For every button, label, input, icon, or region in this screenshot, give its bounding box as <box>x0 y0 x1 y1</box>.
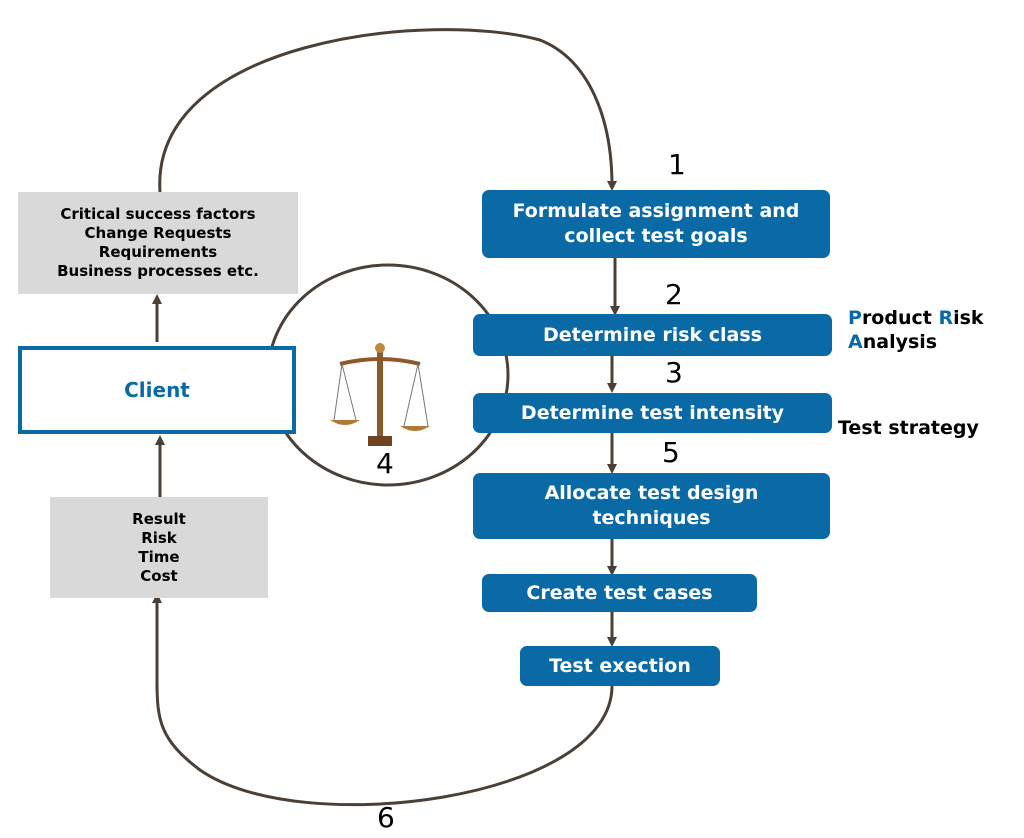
step-number-3: 3 <box>665 356 683 389</box>
step-label: Formulate assignment and collect test go… <box>512 200 800 247</box>
inputs-line: Business processes etc. <box>57 262 259 280</box>
step-formulate-assignment[interactable]: Formulate assignment and collect test go… <box>482 190 830 258</box>
step-number-4: 4 <box>376 447 394 480</box>
step-label: Test exection <box>549 654 691 677</box>
step-determine-test-intensity[interactable]: Determine test intensity <box>473 393 832 433</box>
inputs-box: Critical success factors Change Requests… <box>18 192 298 294</box>
pra-text-roduct: roduct <box>861 307 939 329</box>
results-line: Time <box>138 547 180 566</box>
results-line: Result <box>132 509 186 528</box>
step-create-test-cases[interactable]: Create test cases <box>482 574 757 612</box>
step-number-6: 6 <box>377 801 395 834</box>
step-determine-risk-class[interactable]: Determine risk class <box>473 314 832 356</box>
client-label: Client <box>124 378 190 402</box>
results-line: Cost <box>140 566 178 585</box>
step-label: Determine risk class <box>543 323 762 346</box>
inputs-line: Requirements <box>98 243 218 261</box>
inputs-line: Change Requests <box>84 224 232 242</box>
client-box[interactable]: Client <box>18 346 296 434</box>
step-number-5: 5 <box>662 436 680 469</box>
pra-letter-p: P <box>848 307 862 329</box>
step-test-execution[interactable]: Test exection <box>520 646 720 686</box>
pra-letter-a: A <box>848 331 863 353</box>
pra-text-nalysis: nalysis <box>862 331 938 353</box>
pra-letter-r: R <box>938 307 954 329</box>
product-risk-analysis-label: Product Risk Analysis <box>848 306 984 354</box>
step-number-2: 2 <box>665 278 683 311</box>
pra-text-isk: isk <box>953 307 984 329</box>
step-label: Allocate test design techniques <box>544 482 759 529</box>
results-box: Result Risk Time Cost <box>50 497 268 598</box>
results-line: Risk <box>141 528 177 547</box>
top-loop-arrow <box>158 28 617 193</box>
step-label: Create test cases <box>526 581 713 604</box>
test-strategy-label: Test strategy <box>838 417 979 439</box>
step-allocate-techniques[interactable]: Allocate test design techniques <box>473 473 830 539</box>
bottom-loop-arrow <box>155 680 614 807</box>
balance-scale-icon <box>330 343 430 446</box>
step-label: Determine test intensity <box>520 401 785 424</box>
inputs-line: Critical success factors <box>60 205 256 223</box>
step-number-1: 1 <box>668 148 686 181</box>
